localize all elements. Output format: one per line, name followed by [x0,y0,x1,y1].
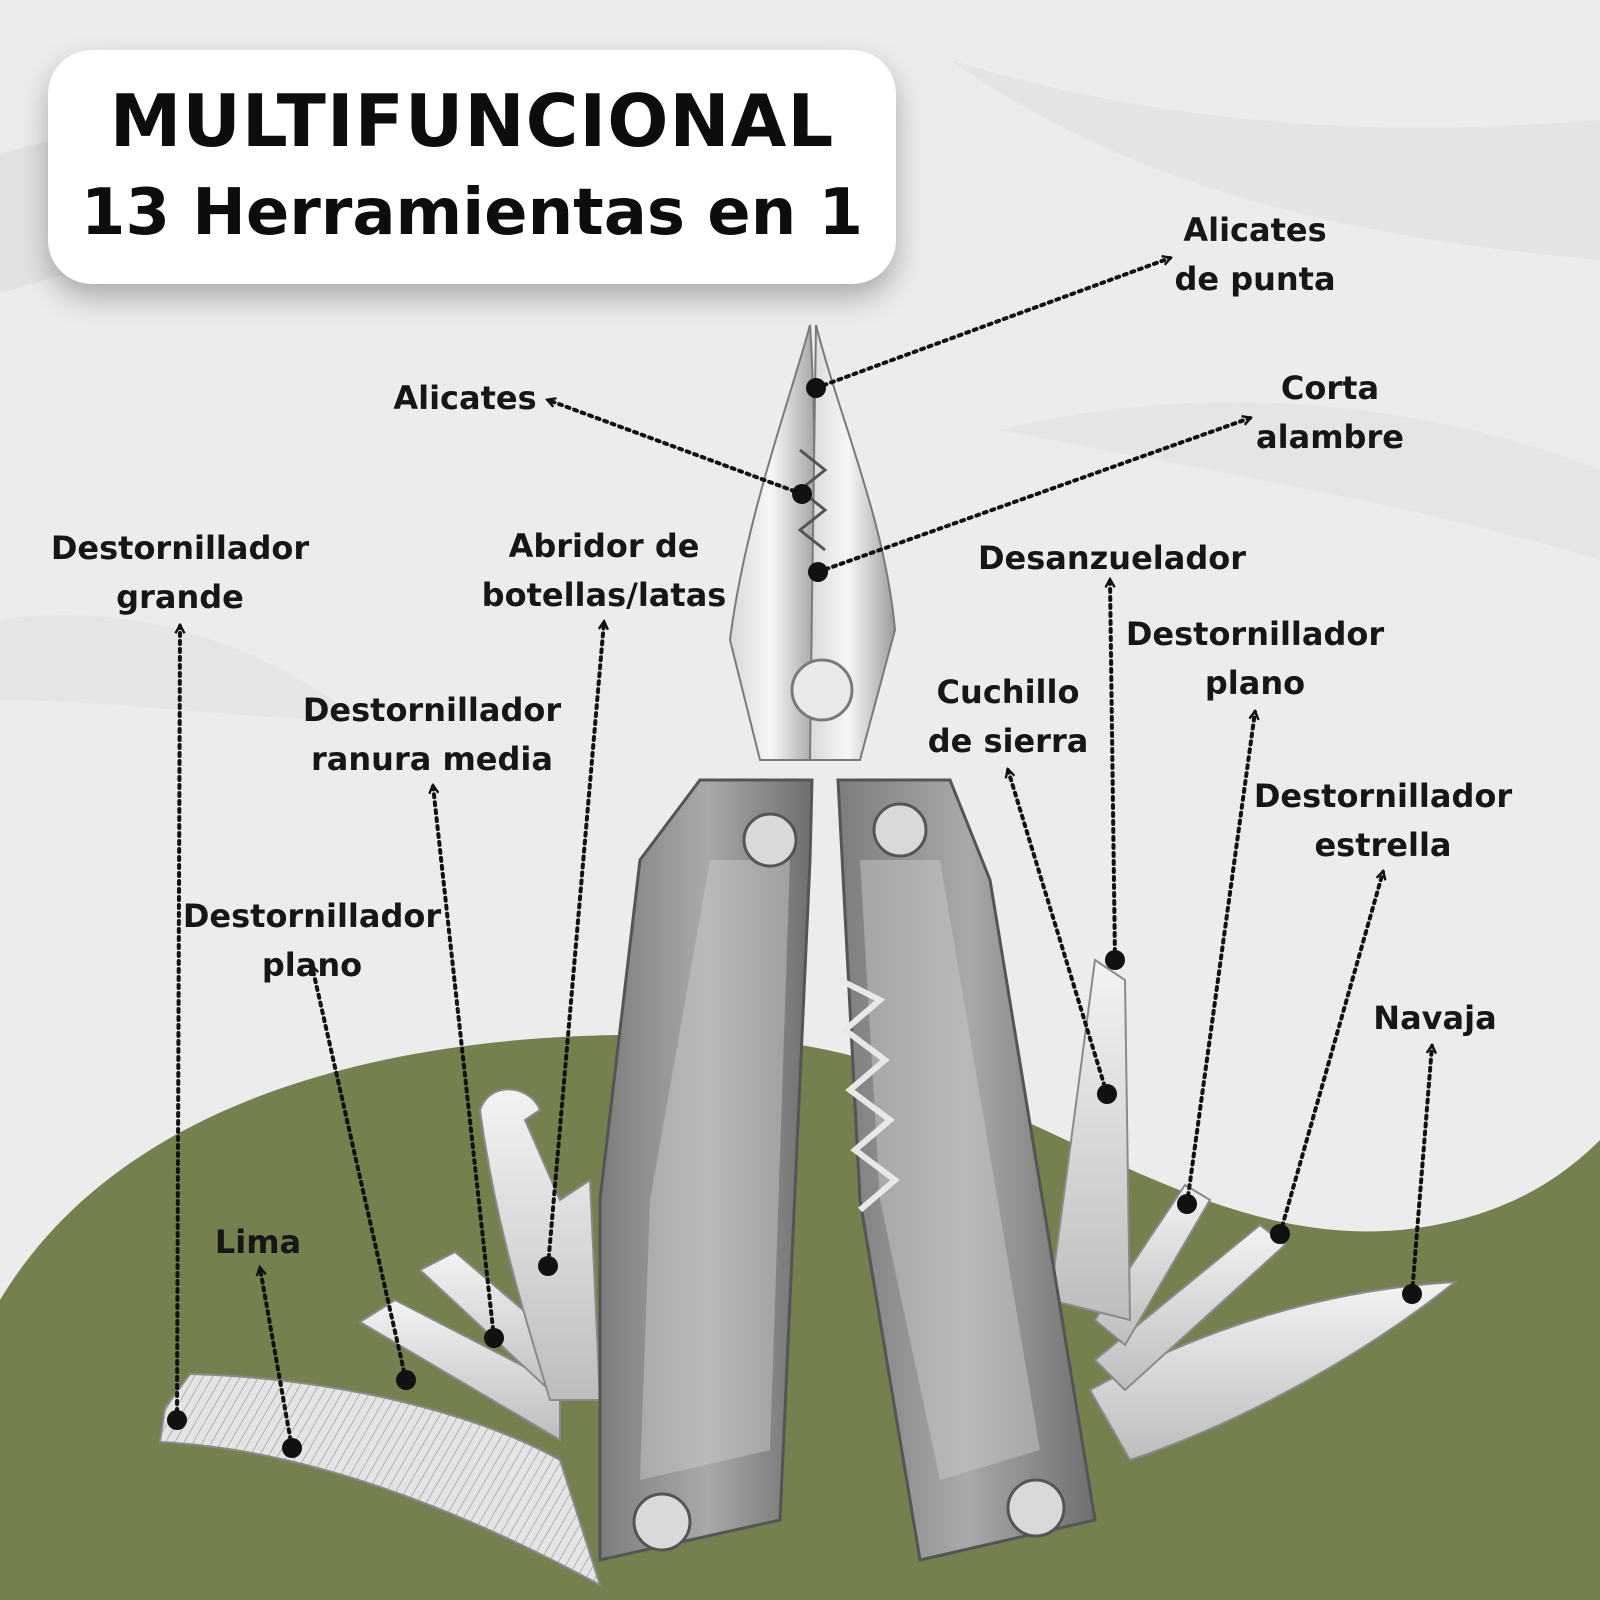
knife-tool [1088,1280,1459,1462]
label-line: grande [116,578,244,616]
multitool-illustration [158,324,1459,1588]
label-alicates-de-punta: Alicates de punta [1174,206,1335,304]
leader-line-destornillador-plano-derecha [1185,712,1255,1206]
label-line: Navaja [1373,999,1497,1037]
label-line: Destornillador [302,691,562,729]
plier-jaw-right [808,324,897,761]
label-line: Desanzuelador [977,539,1247,577]
leader-line-corta-alambre [816,418,1250,574]
leader-line-destornillador-grande [177,626,180,1422]
label-line: Corta [1280,369,1380,407]
label-desanzuelador: Desanzuelador [978,534,1246,583]
plier-pivot [790,658,854,722]
anchor-dot-desanzuelador [1105,950,1125,970]
label-line: de sierra [927,722,1089,760]
label-destornillador-plano-derecha: Destornillador plano [1126,610,1384,708]
handle-left-channel [640,860,790,1480]
leader-lines [177,258,1432,1450]
serrated-knife-tool [1048,958,1132,1322]
leader-line-lima [260,1268,294,1450]
label-line: plano [261,946,363,984]
leader-line-destornillador-plano-izquierda [312,966,408,1382]
anchor-dots [167,378,1422,1458]
label-line: Destornillador [182,897,442,935]
label-line: Destornillador [50,529,310,567]
label-navaja: Navaja [1373,994,1496,1043]
label-line: estrella [1314,826,1452,864]
leader-line-cuchillo-sierra [1008,770,1109,1096]
label-destornillador-estrella: Destornillador estrella [1254,772,1512,870]
anchor-dot-navaja [1402,1284,1422,1304]
label-cuchillo-sierra: Cuchillo de sierra [928,668,1089,766]
leader-line-navaja [1410,1046,1432,1296]
label-line: Alicates [393,379,537,417]
handle-screw-top-left [742,812,798,868]
label-lima: Lima [215,1218,301,1267]
handle-left [598,778,814,1562]
leader-line-destornillador-estrella [1278,872,1383,1236]
label-line: Alicates [1183,211,1327,249]
bottle-opener-tool [478,1088,602,1401]
file-tool [158,1372,602,1588]
title-line-1: MULTIFUNCIONAL [109,79,835,163]
inner-serration [838,977,900,1213]
leader-line-alicates-de-punta [814,258,1170,390]
label-line: Destornillador [1125,615,1385,653]
anchor-dot-destornillador-plano-derecha [1177,1194,1197,1214]
phillips-screwdriver-tool [1093,1223,1287,1392]
leader-line-destornillador-ranura-media [433,786,496,1340]
label-line: ranura media [311,740,553,778]
plier-serration [797,448,828,552]
label-line: de punta [1174,260,1336,298]
anchor-dot-destornillador-plano-izquierda [396,1370,416,1390]
leader-line-alicates [548,400,804,496]
label-line: plano [1204,664,1306,702]
leader-line-desanzuelador [1110,580,1117,962]
title-line-2: 13 Herramientas en 1 [80,176,864,250]
label-destornillador-plano-izquierda: Destornillador plano [183,892,441,990]
label-alicates: Alicates [393,374,536,423]
label-destornillador-grande: Destornillador grande [51,524,309,622]
title-box: MULTIFUNCIONAL 13 Herramientas en 1 [48,50,896,284]
label-line: alambre [1256,418,1404,456]
label-line: botellas/latas [481,576,727,614]
label-abridor-botellas: Abridor de botellas/latas [482,522,727,620]
anchor-dot-alicates-de-punta [806,378,826,398]
handle-screw-bottom-right [1006,1478,1066,1538]
anchor-dot-destornillador-estrella [1270,1224,1290,1244]
label-line: Abridor de [508,527,700,565]
label-destornillador-ranura-media: Destornillador ranura media [303,686,561,784]
label-line: Cuchillo [936,673,1080,711]
anchor-dot-corta-alambre [808,562,828,582]
handle-screw-bottom-left [632,1492,692,1552]
anchor-dot-alicates [792,484,812,504]
anchor-dot-lima [282,1438,302,1458]
label-line: Lima [214,1223,302,1261]
leader-line-abridor-botellas [546,622,604,1268]
label-line: Destornillador [1253,777,1513,815]
label-corta-alambre: Corta alambre [1256,364,1404,462]
anchor-dot-destornillador-ranura-media [484,1328,504,1348]
anchor-dot-destornillador-grande [167,1410,187,1430]
anchor-dot-abridor-botellas [538,1256,558,1276]
handle-right-channel [860,860,1040,1480]
handle-screw-top-right [872,802,928,858]
anchor-dot-cuchillo-sierra [1097,1084,1117,1104]
handle-right [836,778,1097,1562]
